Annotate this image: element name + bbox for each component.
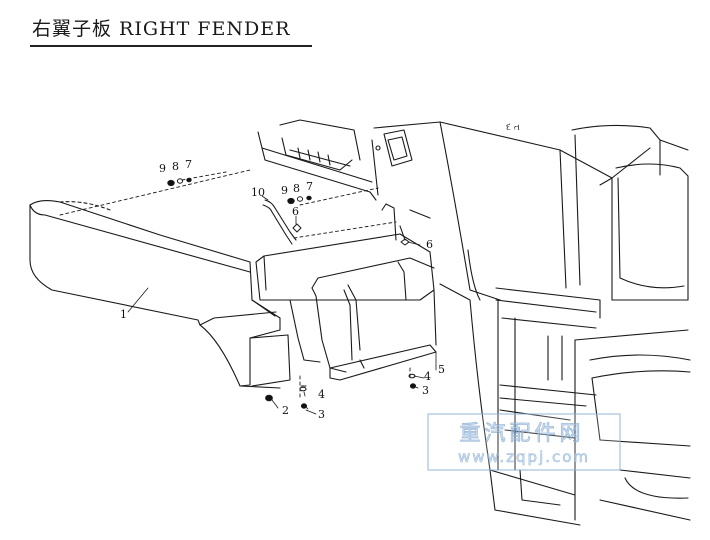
callout-6-right: 6 bbox=[426, 238, 433, 251]
callout-4-left: 4 bbox=[318, 388, 325, 401]
callout-7-right: 7 bbox=[306, 180, 313, 193]
watermark-line-1: 重汽配件网 bbox=[460, 421, 585, 445]
callout-6-upper: 6 bbox=[292, 205, 299, 218]
leader-lines bbox=[127, 195, 437, 415]
watermark: 重汽配件网 www.zqpj.com bbox=[427, 413, 621, 471]
callout-7-left: 7 bbox=[185, 158, 192, 171]
page-title: 右翼子板 RIGHT FENDER bbox=[32, 18, 291, 40]
callout-8-right: 8 bbox=[293, 182, 300, 195]
callout-9-right: 9 bbox=[281, 184, 288, 197]
bracket-10 bbox=[262, 199, 397, 245]
callout-10: 10 bbox=[251, 186, 265, 199]
cab-door bbox=[257, 119, 441, 201]
callout-3-right: 3 bbox=[422, 384, 429, 397]
splash-shield-5 bbox=[255, 225, 437, 381]
callout-5: 5 bbox=[438, 363, 445, 376]
callout-3-left: 3 bbox=[318, 408, 325, 421]
cab-body bbox=[409, 121, 691, 526]
fasteners bbox=[167, 177, 417, 409]
cab-marking: દ ત bbox=[506, 123, 520, 133]
title-underline bbox=[30, 45, 312, 47]
assembly-guide-lines bbox=[59, 169, 411, 401]
callout-labels: 1 2 3 3 4 4 5 6 6 7 7 8 8 9 9 10 bbox=[120, 158, 445, 421]
callout-9-left: 9 bbox=[159, 162, 166, 175]
callout-2: 2 bbox=[282, 404, 289, 417]
callout-1: 1 bbox=[120, 308, 127, 321]
watermark-line-2: www.zqpj.com bbox=[458, 448, 590, 466]
callout-4-right: 4 bbox=[424, 370, 431, 383]
fender-panel-1 bbox=[29, 199, 291, 389]
callout-8-left: 8 bbox=[172, 160, 179, 173]
